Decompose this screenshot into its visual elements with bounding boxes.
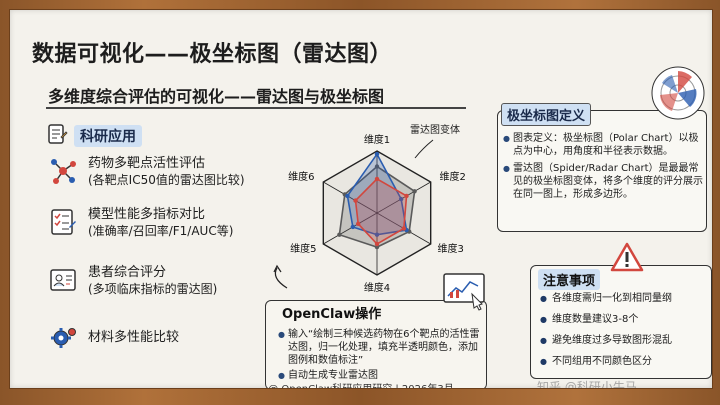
warning-icon [610, 242, 644, 276]
molecule-icon [46, 156, 80, 186]
application-item: 模型性能多指标对比 (准确率/召回率/F1/AUC等) [46, 207, 233, 239]
application-item: 药物多靶点活性评估 (各靶点IC50值的雷达图比较) [46, 156, 245, 188]
openclaw-steps: 输入“绘制三种候选药物在6个靶点的活性雷达图，归一化处理，填充半透明颜色，添加图… [278, 328, 485, 384]
note-item: 维度数量建议3-8个 [540, 314, 708, 326]
openclaw-heading: OpenClaw操作 [278, 303, 386, 322]
application-detail: (各靶点IC50值的雷达图比较) [88, 173, 245, 187]
radar-spoke [323, 181, 378, 214]
radar-chart: 维度1 维度2 维度3 维度4 维度5 维度6 [273, 133, 466, 294]
radar-data-point [374, 244, 380, 250]
applications-heading: 科研应用 [46, 123, 142, 149]
flow-arrow-head [273, 264, 282, 273]
note-item: 各维度需归一化到相同量纲 [540, 293, 708, 305]
application-detail: (准确率/召回率/F1/AUC等) [88, 224, 234, 238]
radar-axis-label: 维度4 [364, 281, 390, 294]
radar-data-point [374, 151, 380, 157]
radar-data-point [401, 226, 407, 231]
radar-data-point [356, 221, 361, 227]
application-detail: (多项临床指标的雷达图) [88, 282, 218, 296]
radar-data-point [345, 193, 350, 199]
application-item: 材料多性能比较 [46, 323, 179, 353]
patient-card-icon [46, 265, 80, 295]
application-item: 患者综合评分 (多项临床指标的雷达图) [46, 265, 217, 297]
radar-axis-label: 维度3 [438, 242, 464, 255]
notes-list: 各维度需归一化到相同量纲 维度数量建议3-8个 避免维度过多导致图形混乱 不同组… [540, 293, 708, 377]
definition-item: 雷达图（Spider/Radar Chart）是最最常见的极坐标图变体，将多个维… [503, 162, 705, 201]
callout-arrow [414, 139, 434, 159]
page-title: 数据可视化——极坐标图（雷达图） [32, 42, 393, 67]
radar-data-point [412, 189, 417, 194]
radar-data-point [353, 198, 358, 203]
radar-data-point [374, 232, 380, 237]
applications-heading-label: 科研应用 [74, 125, 142, 147]
radar-axis-label: 维度2 [440, 170, 466, 183]
watermark: 知乎 @科研小牛马 [537, 380, 637, 389]
flow-arrow [274, 267, 288, 289]
definition-heading: 极坐标图定义 [501, 103, 592, 126]
application-title: 材料多性能比较 [88, 330, 180, 345]
radar-axis-label: 维度6 [288, 170, 314, 183]
note-item: 不同组用不同颜色区分 [540, 356, 708, 368]
definition-item: 图表定义：极坐标图（Polar Chart）以极点为中心，用角度和半径表示数据。 [503, 132, 705, 158]
checklist-icon [46, 207, 80, 237]
notepad-icon [46, 123, 68, 149]
notes-heading: 注意事项 [538, 269, 601, 290]
whiteboard: 数据可视化——极坐标图（雷达图） 多维度综合评估的可视化——雷达图与极坐标图 科… [9, 9, 713, 389]
chart-monitor-icon [442, 272, 490, 316]
footer-credit: @ OpenClaw科研应用研究 | 2026年3月 [10, 380, 712, 388]
application-title: 药物多靶点活性评估 [88, 156, 206, 171]
radar-data-point [350, 224, 356, 230]
application-title: 模型性能多指标对比 [88, 207, 206, 222]
page-subtitle: 多维度综合评估的可视化——雷达图与极坐标图 [48, 87, 385, 106]
radar-data-point [337, 232, 342, 237]
radar-data-point [398, 196, 404, 202]
radar-axis-label: 维度1 [364, 133, 390, 146]
radar-data-point [404, 193, 409, 199]
radar-variant-callout: 雷达图变体 [410, 125, 460, 136]
openclaw-step: 自动生成专业雷达图 [278, 369, 485, 382]
subtitle-underline [46, 107, 466, 109]
note-item: 避免维度过多导致图形混乱 [540, 335, 708, 347]
polar-chart-icon [650, 65, 706, 125]
radar-data-point [374, 176, 380, 182]
application-title: 患者综合评分 [88, 265, 167, 280]
radar-data-point [374, 164, 380, 169]
definition-list: 图表定义：极坐标图（Polar Chart）以极点为中心，用角度和半径表示数据。… [503, 132, 705, 205]
radar-data-point [374, 241, 380, 247]
openclaw-step: 输入“绘制三种候选药物在6个靶点的活性雷达图，归一化处理，填充半透明颜色，添加图… [278, 328, 485, 367]
radar-spoke [376, 181, 431, 214]
gear-icon [46, 323, 80, 353]
radar-spoke [323, 212, 378, 245]
radar-axis-label: 维度5 [290, 242, 316, 255]
